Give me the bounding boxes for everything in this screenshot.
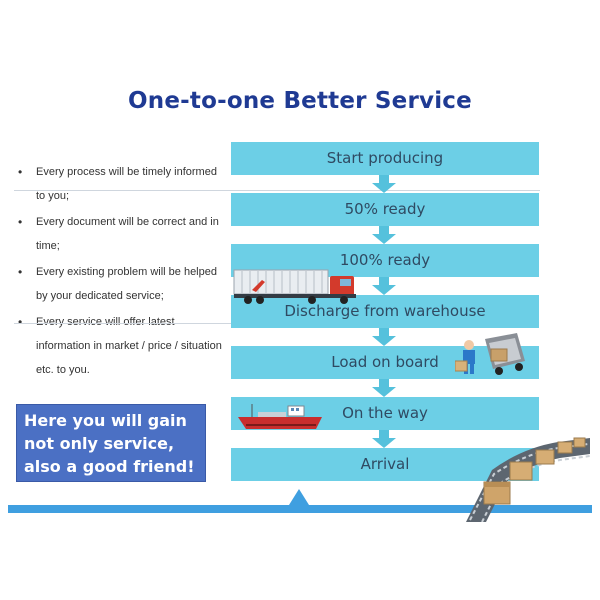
service-bullet-list: • Every process will be timely informed … <box>14 160 226 384</box>
down-arrow-icon <box>372 387 396 397</box>
flow-step-load-on-board: Load on board <box>231 346 539 379</box>
slide-title: One-to-one Better Service <box>128 88 472 114</box>
bullet-dot-icon: • <box>18 215 23 229</box>
conveyor-boxes-icon <box>466 437 591 522</box>
bullet-text: Every process will be timely informed to… <box>36 166 217 202</box>
delivery-man-icon <box>455 333 525 375</box>
divider-line <box>14 323 234 324</box>
bullet-text: Every existing problem will be helped by… <box>36 266 217 302</box>
timeline-baseline <box>8 505 592 513</box>
down-arrow-icon <box>372 183 396 193</box>
bullet-dot-icon: • <box>18 315 23 329</box>
truck-icon <box>233 269 356 304</box>
flow-arrow-stem <box>379 226 389 234</box>
highlight-box: Here you will gain not only service, als… <box>16 404 206 482</box>
down-arrow-icon <box>372 336 396 346</box>
flow-arrow-stem <box>379 277 389 285</box>
bullet-item-2: • Every document will be correct and in … <box>14 210 226 258</box>
flow-arrow-stem <box>379 430 389 438</box>
bullet-item-4: • Every service will offer latest inform… <box>14 310 226 382</box>
bullet-dot-icon: • <box>18 165 23 179</box>
flow-arrow-stem <box>379 328 389 336</box>
flow-arrow-stem <box>379 175 389 183</box>
flow-step-discharge: Discharge from warehouse <box>231 295 539 328</box>
down-arrow-icon <box>372 234 396 244</box>
flow-step-50-ready: 50% ready <box>231 193 539 226</box>
flow-step-arrival: Arrival <box>231 448 539 481</box>
down-arrow-icon <box>372 438 396 448</box>
baseline-marker-icon <box>289 489 309 505</box>
bullet-dot-icon: • <box>18 265 23 279</box>
flow-arrow-stem <box>379 379 389 387</box>
divider-line <box>14 190 540 191</box>
bullet-text: Every document will be correct and in ti… <box>36 216 219 252</box>
bullet-item-1: • Every process will be timely informed … <box>14 160 226 208</box>
down-arrow-icon <box>372 285 396 295</box>
flow-step-start-producing: Start producing <box>231 142 539 175</box>
bullet-item-3: • Every existing problem will be helped … <box>14 260 226 308</box>
ship-icon <box>238 404 322 429</box>
bullet-text: Every service will offer latest informat… <box>36 316 222 376</box>
